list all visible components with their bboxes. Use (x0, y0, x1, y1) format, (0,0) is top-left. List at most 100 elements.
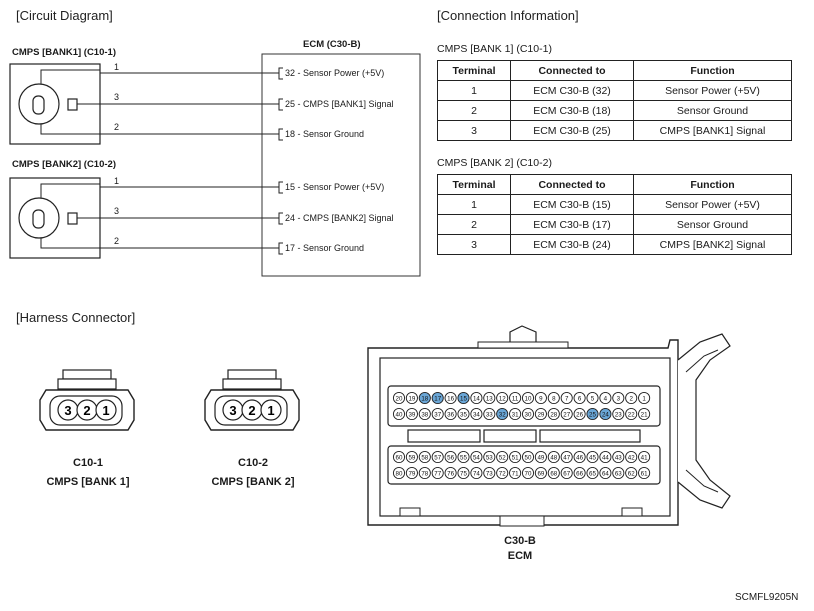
ecm-pin-68 (547, 466, 560, 480)
ecm-pin-19 (405, 391, 418, 405)
ecm-pin-9 (534, 391, 547, 405)
ecm-pin-41 (638, 450, 651, 464)
c10-1-name: CMPS [BANK 1] (46, 476, 130, 488)
ecm-pin-label: 80 (396, 470, 403, 477)
ecm-power-slot-1 (407, 429, 481, 443)
circuit-wiring (9, 53, 421, 277)
ecm-pin-label: 52 (499, 454, 506, 461)
function-cell: Sensor Ground (633, 214, 792, 235)
ecm-pin-label: 70 (525, 470, 532, 477)
table2-caption: CMPS [BANK 2] (C10-2) (437, 157, 552, 169)
ecm-pin-53 (483, 450, 496, 464)
c10-1-pin-2: 2 (83, 403, 90, 418)
function-cell: Sensor Ground (633, 100, 792, 121)
bank2-sensor-label: CMPS [BANK2] (C10-2) (12, 159, 116, 170)
ecm-pin-label: 71 (512, 470, 519, 477)
ecm-pin-62 (625, 466, 638, 480)
ecm-pin-label: 21 (641, 411, 648, 418)
ecm-pin-66 (573, 466, 586, 480)
ecm-pin-25 (586, 407, 599, 421)
ecm-pin-label: 20 (396, 395, 403, 402)
ecm-pin-31 (509, 407, 522, 421)
function-cell: Sensor Power (+5V) (633, 194, 792, 215)
table-row: 3 ECM C30-B (25) CMPS [BANK1] Signal (437, 120, 792, 141)
ecm-pin-label: 42 (628, 454, 635, 461)
c10-2-connector: 3 2 1 (204, 369, 300, 431)
ecm-pin-67 (560, 466, 573, 480)
c10-2-pin-3: 3 (229, 403, 236, 418)
header-connected-to: Connected to (510, 60, 634, 81)
ecm-pin-18 (418, 391, 431, 405)
ecm-pin-label: 22 (628, 411, 635, 418)
ecm-connector-code: C30-B (504, 535, 536, 547)
c10-1-connector: 3 2 1 (39, 369, 135, 431)
header-function: Function (633, 60, 792, 81)
ecm-pin-73 (483, 466, 496, 480)
ecm-pin-label: 68 (550, 470, 557, 477)
connected-to-cell: ECM C30-B (18) (510, 100, 634, 121)
table-row: 2 ECM C30-B (17) Sensor Ground (437, 214, 792, 235)
ecm-pin-50 (521, 450, 535, 464)
ecm-pin-35 (457, 407, 470, 421)
ecm-pin-label: 27 (563, 411, 570, 418)
connection-table-bank1: Terminal Connected to Function 1 ECM C30… (437, 60, 792, 141)
ecm-pin-label: 43 (615, 454, 622, 461)
bank2-pin-3: 3 (114, 206, 120, 216)
table-header-row: Terminal Connected to Function (437, 174, 792, 195)
connected-to-cell: ECM C30-B (17) (510, 214, 634, 235)
ecm-pin-1 (638, 391, 651, 405)
ecm-pin-label: 78 (421, 470, 428, 477)
ecm-pin-label: 24 (602, 411, 609, 418)
ecm-pin-label: 1 (642, 395, 646, 402)
ecm-pin-17 (431, 391, 444, 405)
ecm-pin-label: 37 (434, 411, 441, 418)
ecm-pin-label: 6 (578, 395, 582, 402)
ecm-pin-label: 46 (576, 454, 583, 461)
c10-1-code: C10-1 (73, 457, 103, 469)
ecm-pin-label: 75 (460, 470, 467, 477)
ecm-pin-label: 64 (602, 470, 609, 477)
ecm-pin-46 (573, 450, 586, 464)
ecm-pin-label: 79 (408, 470, 415, 477)
ecm-pin-label: 69 (537, 470, 544, 477)
ecm-pin-label: 36 (447, 411, 454, 418)
ecm-pin-56 (444, 450, 457, 464)
ecm-pin-label: 14 (473, 395, 480, 402)
ecm-pin-label: 30 (525, 411, 532, 418)
ecm-pin-label: 60 (396, 454, 403, 461)
ecm-pin-63 (612, 466, 625, 480)
ecm-pin-72 (496, 466, 509, 480)
ecm-terminal-32: 32 - Sensor Power (+5V) (285, 68, 385, 78)
ecm-pin-label: 72 (499, 470, 506, 477)
ecm-pin-48 (547, 450, 560, 464)
c10-1-pin-1: 1 (102, 403, 109, 418)
ecm-pin-57 (431, 450, 444, 464)
ecm-pin-59 (405, 450, 418, 464)
ecm-pin-6 (573, 391, 586, 405)
ecm-pin-label: 47 (563, 454, 570, 461)
ecm-pin-label: 48 (550, 454, 557, 461)
harness-connector-title: [Harness Connector] (16, 310, 136, 325)
ecm-pin-39 (405, 407, 418, 421)
ecm-pin-44 (599, 450, 612, 464)
function-cell: CMPS [BANK1] Signal (633, 120, 792, 141)
terminal-cell: 1 (437, 80, 511, 101)
c10-2-code: C10-2 (238, 457, 268, 469)
table-row: 3 ECM C30-B (24) CMPS [BANK2] Signal (437, 234, 792, 255)
ecm-pin-5 (586, 391, 599, 405)
ecm-pin-label: 26 (576, 411, 583, 418)
connected-to-cell: ECM C30-B (25) (510, 120, 634, 141)
ecm-pin-label: 61 (641, 470, 648, 477)
ecm-pin-label: 3 (617, 395, 621, 402)
ecm-pin-label: 25 (589, 411, 596, 418)
ecm-pin-4 (599, 391, 612, 405)
ecm-pin-60 (392, 450, 406, 464)
bank2-pin-2: 2 (114, 236, 120, 246)
ecm-pin-label: 18 (421, 395, 428, 402)
ecm-pin-label: 76 (447, 470, 454, 477)
header-terminal: Terminal (437, 174, 511, 195)
ecm-pin-54 (470, 450, 483, 464)
ecm-pin-label: 11 (512, 395, 519, 402)
ecm-pin-80 (392, 466, 406, 480)
